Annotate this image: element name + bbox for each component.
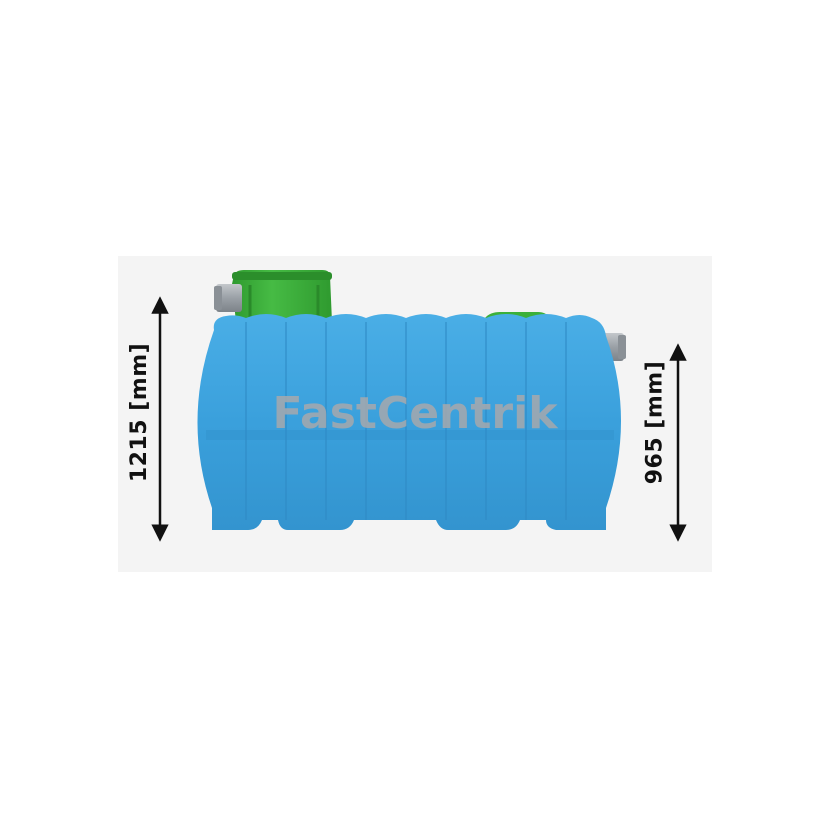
- tank-band: [206, 430, 614, 440]
- watermark-logo: FastCentrik: [272, 388, 558, 439]
- body-height-label: 965 [mm]: [642, 360, 668, 485]
- inspection-shaft: [232, 270, 332, 322]
- tank-body: [197, 314, 621, 530]
- inlet-pipe: [214, 284, 242, 312]
- total-height-label: 1215 [mm]: [127, 342, 153, 483]
- tank-ribs: [245, 322, 567, 520]
